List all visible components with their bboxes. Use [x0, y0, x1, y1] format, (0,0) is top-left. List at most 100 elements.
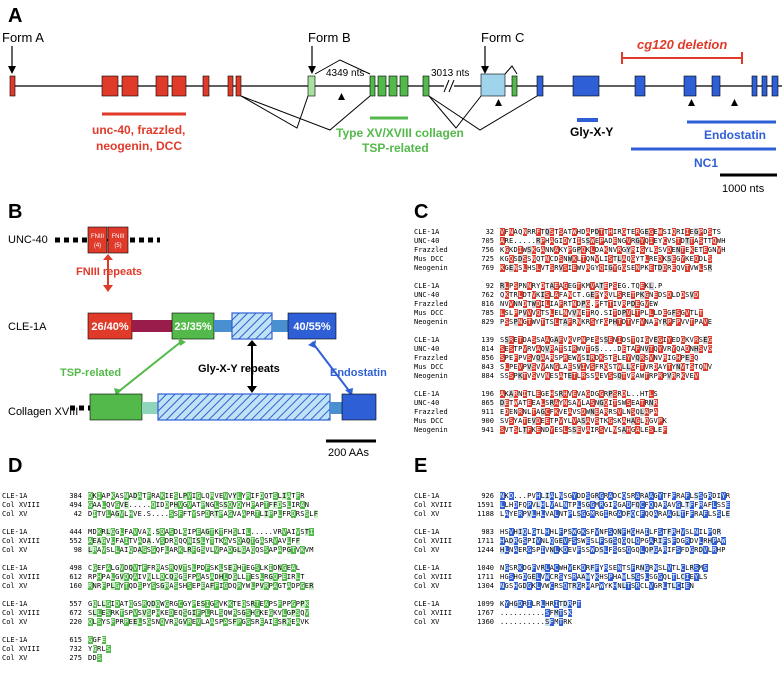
- sequence-start: 816: [481, 300, 494, 308]
- sequence-residues: LSLPPVVVQTSLELNVVNETRQ.SITDPVLTPLLLDEGFS…: [500, 309, 704, 317]
- sequence-residues: LRAVSLLAIQDAGSGQFLARKLRFGSVLVPADGLGAQQSS…: [88, 546, 314, 554]
- alignment-block-gap: [414, 591, 780, 600]
- exon-green-4: [388, 75, 398, 97]
- sequence-residues: RNRFPLGYTQDSPYSSGRASSHSEPEAFFIGDQRYWLPVR…: [88, 582, 314, 590]
- sequence-name: Col XVIII: [414, 501, 452, 509]
- sequence-name: Neogenin: [414, 264, 448, 272]
- cle1a-endostatin-pct: 40/55%: [293, 321, 331, 333]
- sequence-name: Col XV: [414, 618, 440, 626]
- endostatin-b-label: Endostatin: [330, 367, 387, 379]
- glyxy-domain-label: Gly-X-Y: [570, 125, 613, 139]
- sequence-start: 384: [69, 492, 82, 500]
- sequence-residues: RPHPALGVDQAIVNLLDCQRGEFPAASADHLDGLLTESLR…: [88, 573, 305, 581]
- sequence-residues: CGEFALGVDQVTFFRRASRQVTSLPDFSKLSERHTEGSLK…: [88, 564, 301, 572]
- sequence-name: CLE-1A: [2, 636, 28, 644]
- splice-line-4: [428, 95, 482, 129]
- sequence-start: 725: [481, 255, 494, 263]
- alignment-block-gap: [2, 663, 410, 672]
- sequence-name: Col XV: [414, 546, 440, 554]
- sequence-start: 196: [481, 390, 494, 398]
- backbone-break-1: [443, 79, 455, 93]
- sequence-start: 552: [69, 537, 82, 545]
- sequence-start: 220: [69, 618, 82, 626]
- sequence-name: Frazzled: [414, 246, 448, 254]
- alignment-block-gap: [2, 591, 410, 600]
- intron-size-1: 4349 nts: [326, 68, 364, 79]
- cle1a-glyxy-domain: [231, 312, 273, 340]
- sequence-name: CLE-1A: [414, 282, 440, 290]
- sequence-start: 615: [69, 636, 82, 644]
- sequence-residues: AEAGVLFAITVADA.VSDRQQQNISLYTTKAVSQAQTGAS…: [88, 537, 301, 545]
- sequence-start: 92: [485, 282, 494, 290]
- exon-red-3: [121, 75, 139, 97]
- cle1a-row-label: CLE-1A: [8, 321, 47, 333]
- sequence-start: 498: [69, 564, 82, 572]
- cle1a-linker2: [214, 320, 232, 332]
- sequence-name: Col XVIII: [414, 573, 452, 581]
- sequence-name: Col XV: [2, 618, 28, 626]
- glyxy-arrowhead-down: [247, 386, 257, 393]
- sequence-start: 843: [481, 363, 494, 371]
- unc40-row-label: UNC-40: [8, 234, 48, 246]
- splice-line-2: [314, 59, 371, 75]
- sequence-start: 1360: [477, 618, 494, 626]
- insertion-triangle-4: [731, 99, 738, 106]
- sequence-name: CLE-1A: [414, 564, 440, 572]
- cle1a-linker3: [272, 320, 288, 332]
- sequence-start: 672: [69, 609, 82, 617]
- exon-red-8: [235, 75, 242, 97]
- sequence-start: 941: [481, 426, 494, 434]
- sequence-name: Col XVIII: [2, 609, 40, 617]
- exon-green-7: [511, 75, 518, 97]
- insertion-triangle-1: [338, 93, 345, 100]
- sequence-start: 911: [481, 408, 494, 416]
- sequence-residues: PSSPNGTWVTTSLTAFRNKRSYFGPHTDTVFVNAPYRPFP…: [500, 318, 713, 326]
- sequence-name: Mus DCC: [414, 309, 444, 317]
- sequence-residues: KGENSLHSLVTSRVSIEWVRGYQIGYGGSENPKETDDREQ…: [500, 264, 713, 272]
- sequence-start: 762: [481, 291, 494, 299]
- endostatin-arrow: [311, 341, 351, 393]
- sequence-name: Col XV: [414, 582, 440, 590]
- exon-red-4: [155, 75, 169, 97]
- sequence-name: Mus DCC: [414, 417, 444, 425]
- insertion-triangle-2: [495, 99, 502, 106]
- glyxy-arrowhead-up: [247, 340, 257, 346]
- fniii-arrowhead-up: [103, 254, 113, 260]
- sequence-residues: DETWATEEALSRAYNSAVLASNGQITSWSEATRNR: [500, 399, 659, 407]
- alignment-block-gap: [414, 435, 780, 444]
- sequence-start: 829: [481, 318, 494, 326]
- sequence-residues: GAALQVGVE.....QIDDPHVGVATPNGLSSQVQYHPAPT…: [88, 501, 310, 509]
- sequence-residues: NGSRKDGFVRLACWHVEKDRFFYRSENTSFRNGRNSLVTL…: [500, 564, 708, 572]
- fniii-repeats-label: FNIII repeats: [76, 266, 142, 278]
- exon-green-2: [369, 75, 376, 97]
- alignment-block-gap: [2, 519, 410, 528]
- sequence-name: Neogenin: [414, 426, 448, 434]
- cle1a-fniii-domain: [87, 312, 133, 340]
- scale-bar-nts-label: 1000 nts: [722, 183, 765, 195]
- sequence-residues: HSVHIQLGTLHHLFPSWGKSFVNFSQNFHGHAILFSTFRH…: [500, 528, 722, 536]
- alignment-block-gap: [2, 555, 410, 564]
- tsp-arrow: [117, 340, 183, 393]
- sequence-residues: VFNAQNRRFTQSTSATWHDAPDTTHIRGTERGEGEWSIQR…: [500, 228, 722, 236]
- sequence-start: 926: [481, 492, 494, 500]
- exon-red-1: [9, 75, 16, 97]
- endostatin-domain-label: Endostatin: [704, 128, 766, 142]
- sequence-residues: LLHDFQPVLHLVALNTPLSGGMRGIRGADFQCFQQARAVG…: [500, 501, 731, 509]
